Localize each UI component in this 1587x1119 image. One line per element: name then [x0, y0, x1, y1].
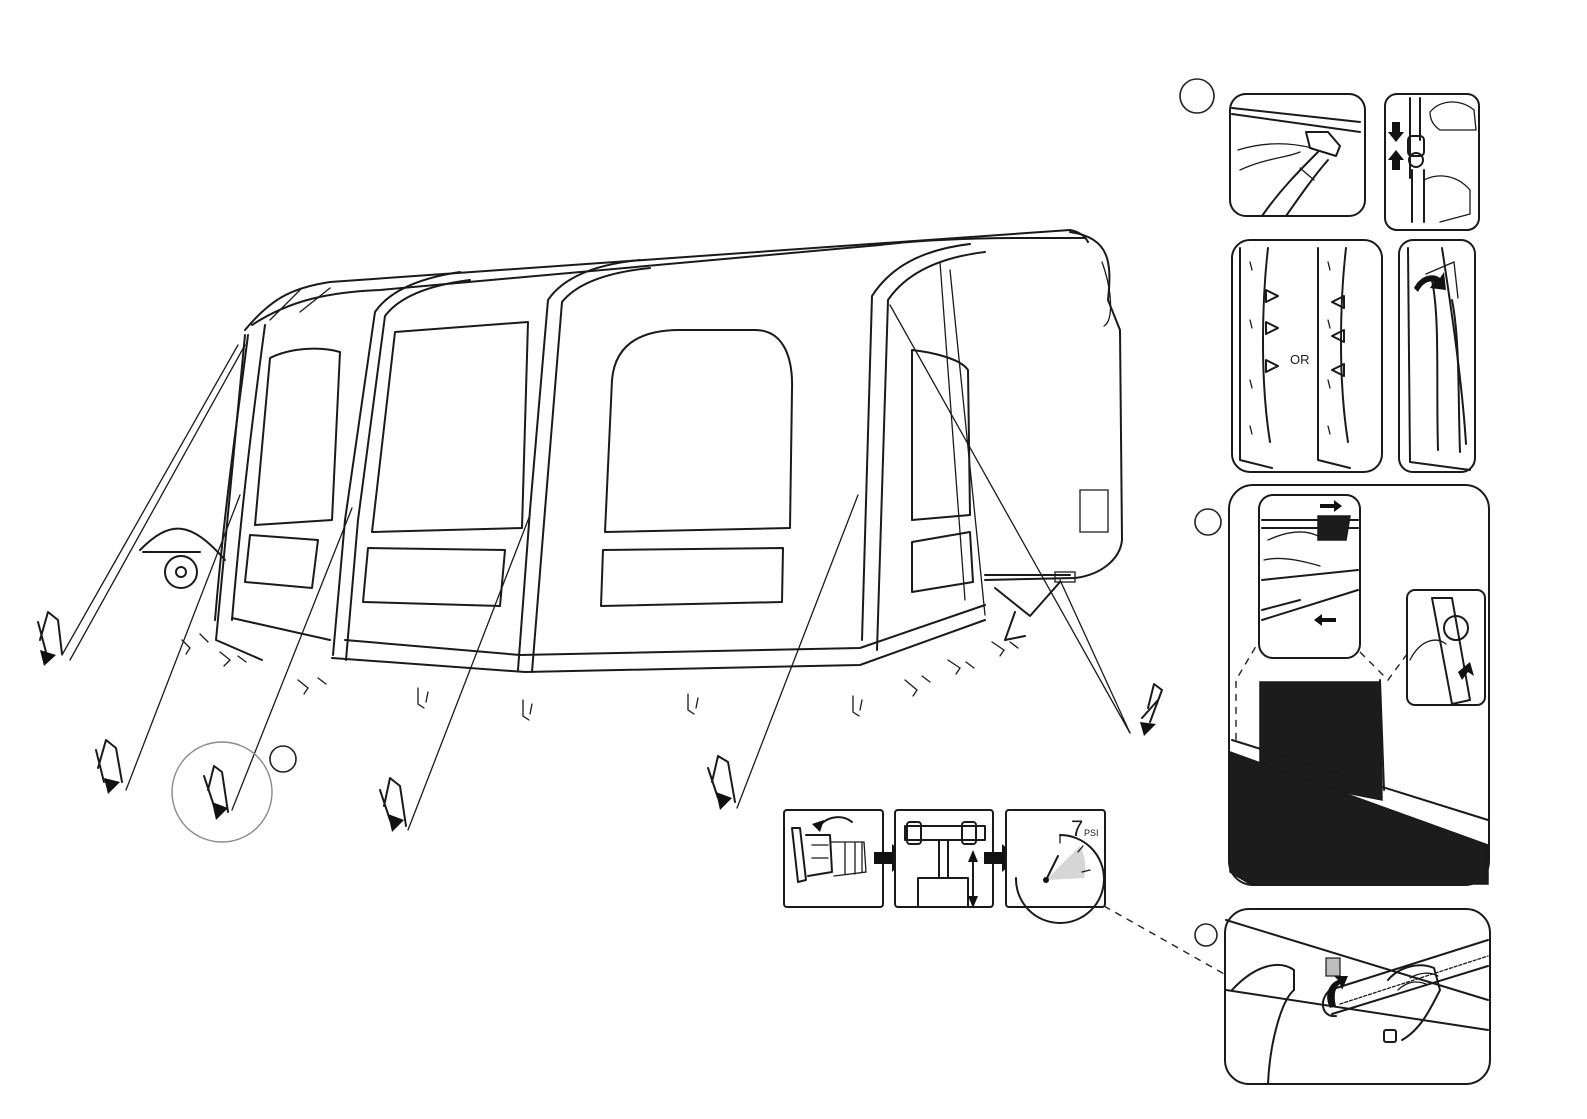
detail-step-1: OR	[1180, 79, 1479, 472]
window-panel-1	[255, 349, 340, 525]
detail-step-3	[1195, 909, 1490, 1084]
step-marker-3	[1195, 924, 1217, 946]
caravan-body	[985, 232, 1122, 580]
step-marker-1	[1180, 79, 1214, 113]
caravan-wheel-left	[165, 556, 197, 588]
valve-open-panel	[784, 810, 883, 907]
peg-detail-magnifier	[172, 742, 272, 842]
detail-1a-panel	[1230, 94, 1365, 216]
or-label: OR	[1290, 352, 1310, 367]
awning-front-wall	[332, 605, 985, 672]
awning-illustration	[38, 230, 1162, 842]
pressure-gauge-panel	[1006, 810, 1105, 907]
air-tube-2	[333, 272, 470, 660]
air-tube-4	[862, 244, 985, 650]
base-peg-rings	[182, 634, 1018, 720]
step-marker-2	[1195, 509, 1221, 535]
pressure-unit: PSI	[1084, 828, 1099, 838]
air-tube-3	[518, 260, 650, 672]
caravan-a-frame	[985, 575, 1070, 640]
ground-pegs	[38, 612, 1162, 832]
pressure-value: 7	[1071, 816, 1083, 841]
pump-panel	[895, 810, 993, 907]
detail-step-2	[1195, 485, 1489, 885]
window-panel-3	[605, 330, 792, 532]
step-marker-peg	[270, 746, 296, 772]
window-panel-2	[372, 322, 528, 532]
inflation-sequence: 7 PSI	[784, 810, 1105, 923]
